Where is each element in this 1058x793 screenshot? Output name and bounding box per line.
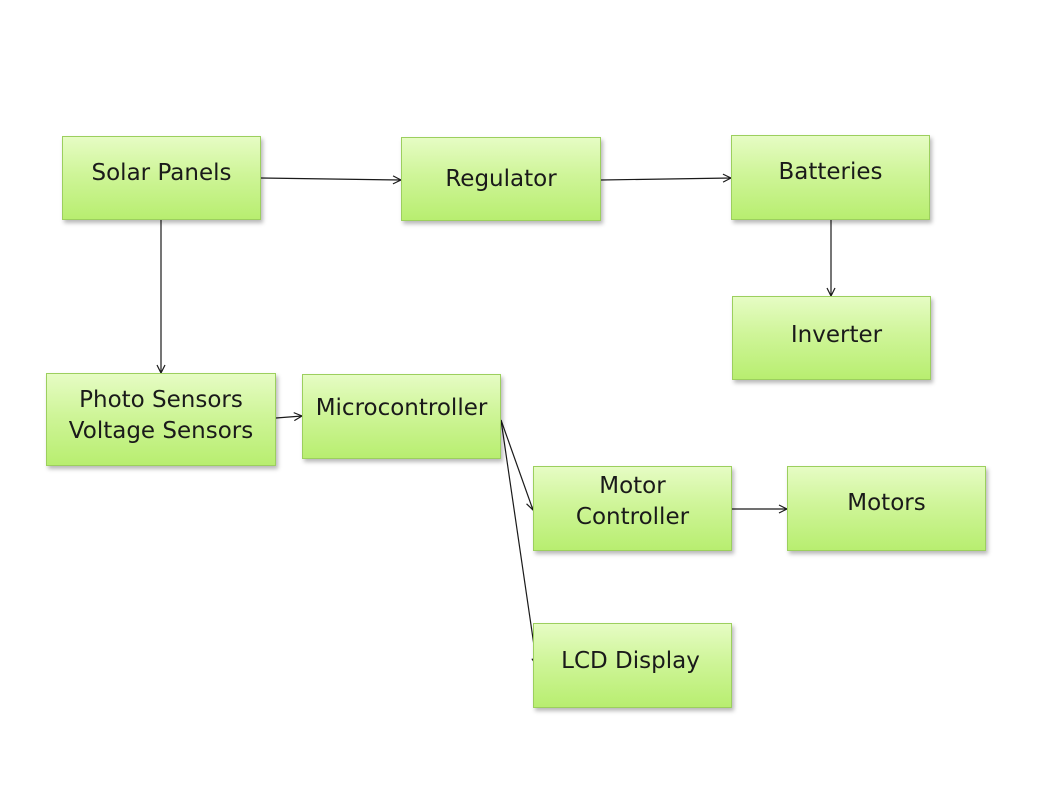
arrow-microcontroller-to-lcd-display — [500, 419, 537, 666]
inverter-block: Inverter — [732, 296, 931, 380]
solar-panels-label: Solar Panels — [91, 159, 232, 186]
regulator-block: Regulator — [401, 137, 601, 221]
sensors-block: Photo Sensors Voltage Sensors — [46, 373, 276, 466]
batteries-block: Batteries — [731, 135, 930, 220]
motors-block: Motors — [787, 466, 986, 551]
motor-controller-block: Motor Controller — [533, 466, 732, 551]
batteries-label: Batteries — [778, 159, 883, 185]
arrow-regulator-to-batteries — [600, 178, 731, 180]
arrow-sensors-to-microcontroller — [275, 416, 302, 418]
motor-controller-label-line-1: Motor — [599, 472, 666, 499]
arrow-solar-panels-to-regulator — [260, 178, 401, 180]
inverter-label: Inverter — [790, 321, 883, 348]
arrow-microcontroller-to-motor-controller — [500, 419, 533, 510]
regulator-label: Regulator — [445, 165, 557, 192]
microcontroller-label: Microcontroller — [315, 395, 488, 421]
motors-label: Motors — [847, 490, 926, 516]
lcd-display-label: LCD Display — [561, 648, 700, 674]
microcontroller-block: Microcontroller — [302, 374, 501, 459]
motor-controller-label-line-2: Controller — [575, 503, 690, 530]
lcd-display-block: LCD Display — [533, 623, 732, 708]
voltage-sensors-label: Voltage Sensors — [68, 417, 254, 444]
photo-sensors-label: Photo Sensors — [79, 386, 243, 413]
solar-panels-block: Solar Panels — [62, 136, 261, 220]
